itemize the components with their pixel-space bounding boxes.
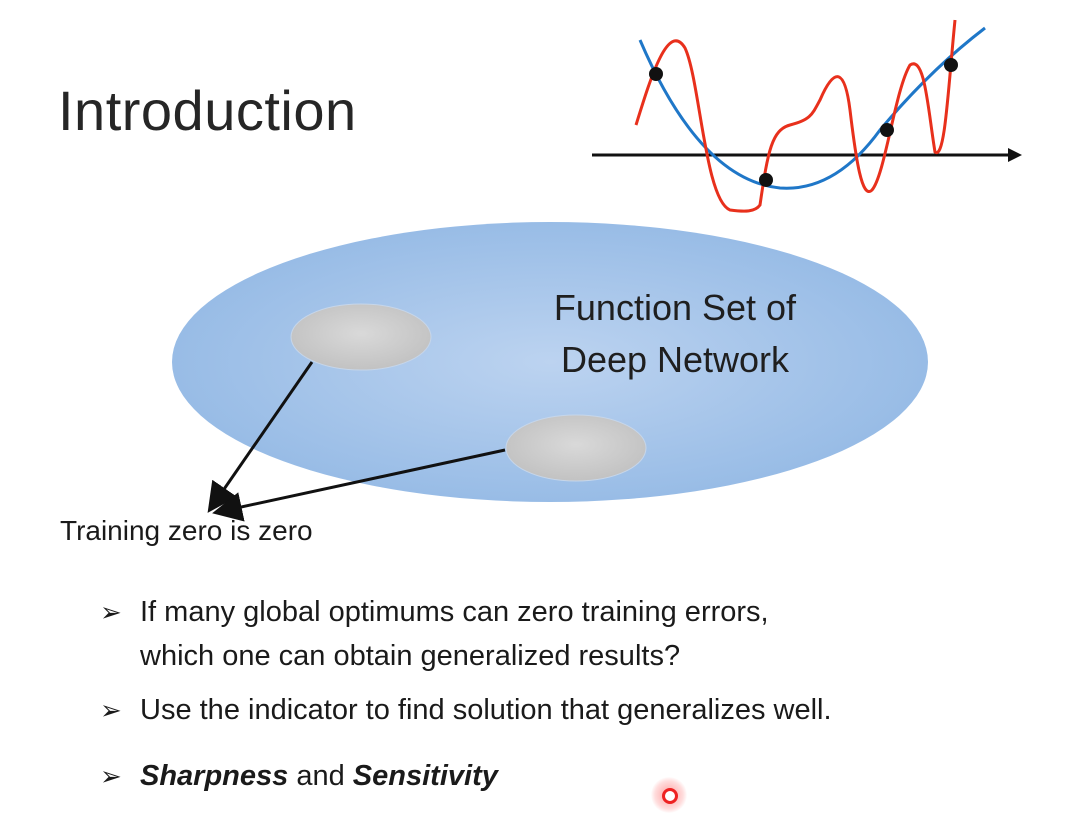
solution-region-1 <box>290 303 432 371</box>
function-set-label-line1: Function Set of <box>553 287 797 328</box>
slide-title: Introduction <box>58 79 357 142</box>
bullet-text-line: If many global optimums can zero trainin… <box>140 596 769 628</box>
bullet-item: ➢ If many global optimums can zero train… <box>100 590 1050 678</box>
arrow-bullet-icon: ➢ <box>100 597 122 627</box>
bullet-item: ➢ Sharpness and Sensitivity <box>100 754 1050 798</box>
data-point <box>759 173 773 187</box>
data-point <box>944 58 958 72</box>
data-point <box>649 67 663 81</box>
solution-region-2 <box>505 414 647 482</box>
function-set-diagram <box>172 222 928 522</box>
function-set-ellipse <box>172 222 928 502</box>
arrow-bullet-icon: ➢ <box>100 695 122 725</box>
function-set-label: Function Set of Deep Network <box>520 282 830 386</box>
pointer-cursor-icon <box>651 777 687 813</box>
bullet-text: Use the indicator to find solution that … <box>140 694 832 726</box>
x-axis-arrowhead <box>1008 148 1022 162</box>
arrow-bullet-icon: ➢ <box>100 761 122 791</box>
bullet-text: Sharpness and Sensitivity <box>140 754 1050 798</box>
blue-fit-curve <box>638 26 986 190</box>
bold-term-sensitivity: Sensitivity <box>352 760 498 792</box>
bullet-connector: and <box>288 760 353 792</box>
caption-training-zero: Training zero is zero <box>60 515 313 546</box>
bullet-item: ➢ Use the indicator to find solution tha… <box>100 688 1050 732</box>
red-overfit-curve <box>634 19 957 213</box>
overfitting-illustration <box>592 19 1022 213</box>
bold-term-sharpness: Sharpness <box>140 760 289 792</box>
bullet-list: ➢ If many global optimums can zero train… <box>100 590 1050 798</box>
arrow-from-region-2 <box>212 448 506 522</box>
data-point <box>880 123 894 137</box>
function-set-label-line2: Deep Network <box>560 339 790 380</box>
bullet-text-line: which one can obtain generalized results… <box>140 640 681 672</box>
arrow-from-region-1 <box>207 361 314 513</box>
